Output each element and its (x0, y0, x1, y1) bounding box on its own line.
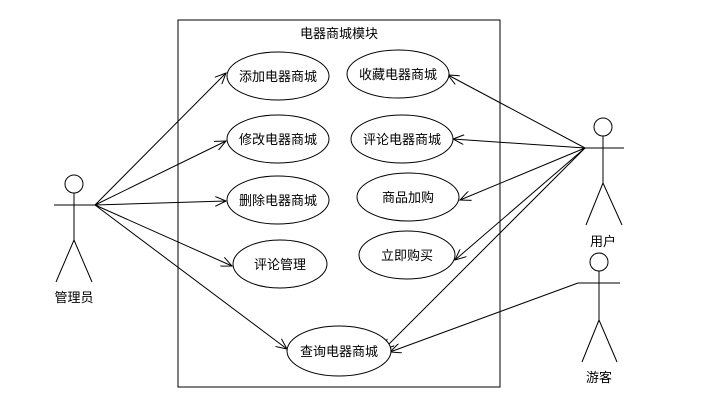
use-case-delete-label: 删除电器商城 (239, 194, 317, 209)
use-case-review-label: 评论电器商城 (363, 133, 441, 148)
actor-user-label: 用户 (590, 234, 616, 250)
actor-guest-label: 游客 (586, 370, 612, 386)
use-case-buy-label: 立即购买 (381, 248, 433, 264)
use-case-delete: 删除电器商城 (226, 175, 330, 225)
use-case-buy: 立即购买 (358, 230, 456, 280)
system-boundary (177, 19, 501, 388)
stick-figure-icon (578, 252, 620, 363)
use-case-cart: 商品加购 (356, 172, 460, 222)
assoc-user-favorite (448, 75, 586, 149)
use-case-cart-label: 商品加购 (382, 190, 434, 206)
assoc-admin-edit (94, 141, 226, 206)
assoc-user-review (453, 139, 586, 149)
assoc-user-buy (455, 147, 586, 260)
use-case-favorite-label: 收藏电器商城 (359, 68, 437, 83)
assoc-admin-query (94, 204, 287, 349)
assoc-guest-query (390, 282, 579, 352)
use-case-add: 添加电器商城 (226, 51, 330, 101)
use-case-query: 查询电器商城 (286, 325, 392, 377)
use-case-edit: 修改电器商城 (226, 114, 330, 164)
actor-admin: 管理员 (54, 174, 95, 306)
use-case-review-manage: 评论管理 (232, 239, 328, 289)
use-case-edit-label: 修改电器商城 (239, 133, 317, 148)
use-case-review-manage-label: 评论管理 (254, 258, 306, 273)
stick-figure-icon (54, 174, 95, 283)
actor-user: 用户 (582, 117, 624, 250)
use-case-query-label: 查询电器商城 (300, 345, 378, 360)
use-case-add-label: 添加电器商城 (239, 70, 317, 85)
stick-figure-icon (582, 117, 624, 226)
assoc-user-query (383, 147, 586, 350)
assoc-user-cart (460, 147, 586, 200)
actor-guest: 游客 (578, 252, 620, 386)
actor-admin-label: 管理员 (54, 291, 93, 306)
system-title: 电器商城模块 (300, 27, 378, 42)
use-case-favorite: 收藏电器商城 (346, 49, 450, 99)
assoc-admin-add (94, 73, 226, 206)
associations (94, 73, 586, 352)
use-case-review: 评论电器商城 (350, 114, 454, 164)
assoc-admin-review-manage (94, 204, 232, 266)
assoc-admin-delete (94, 201, 226, 205)
